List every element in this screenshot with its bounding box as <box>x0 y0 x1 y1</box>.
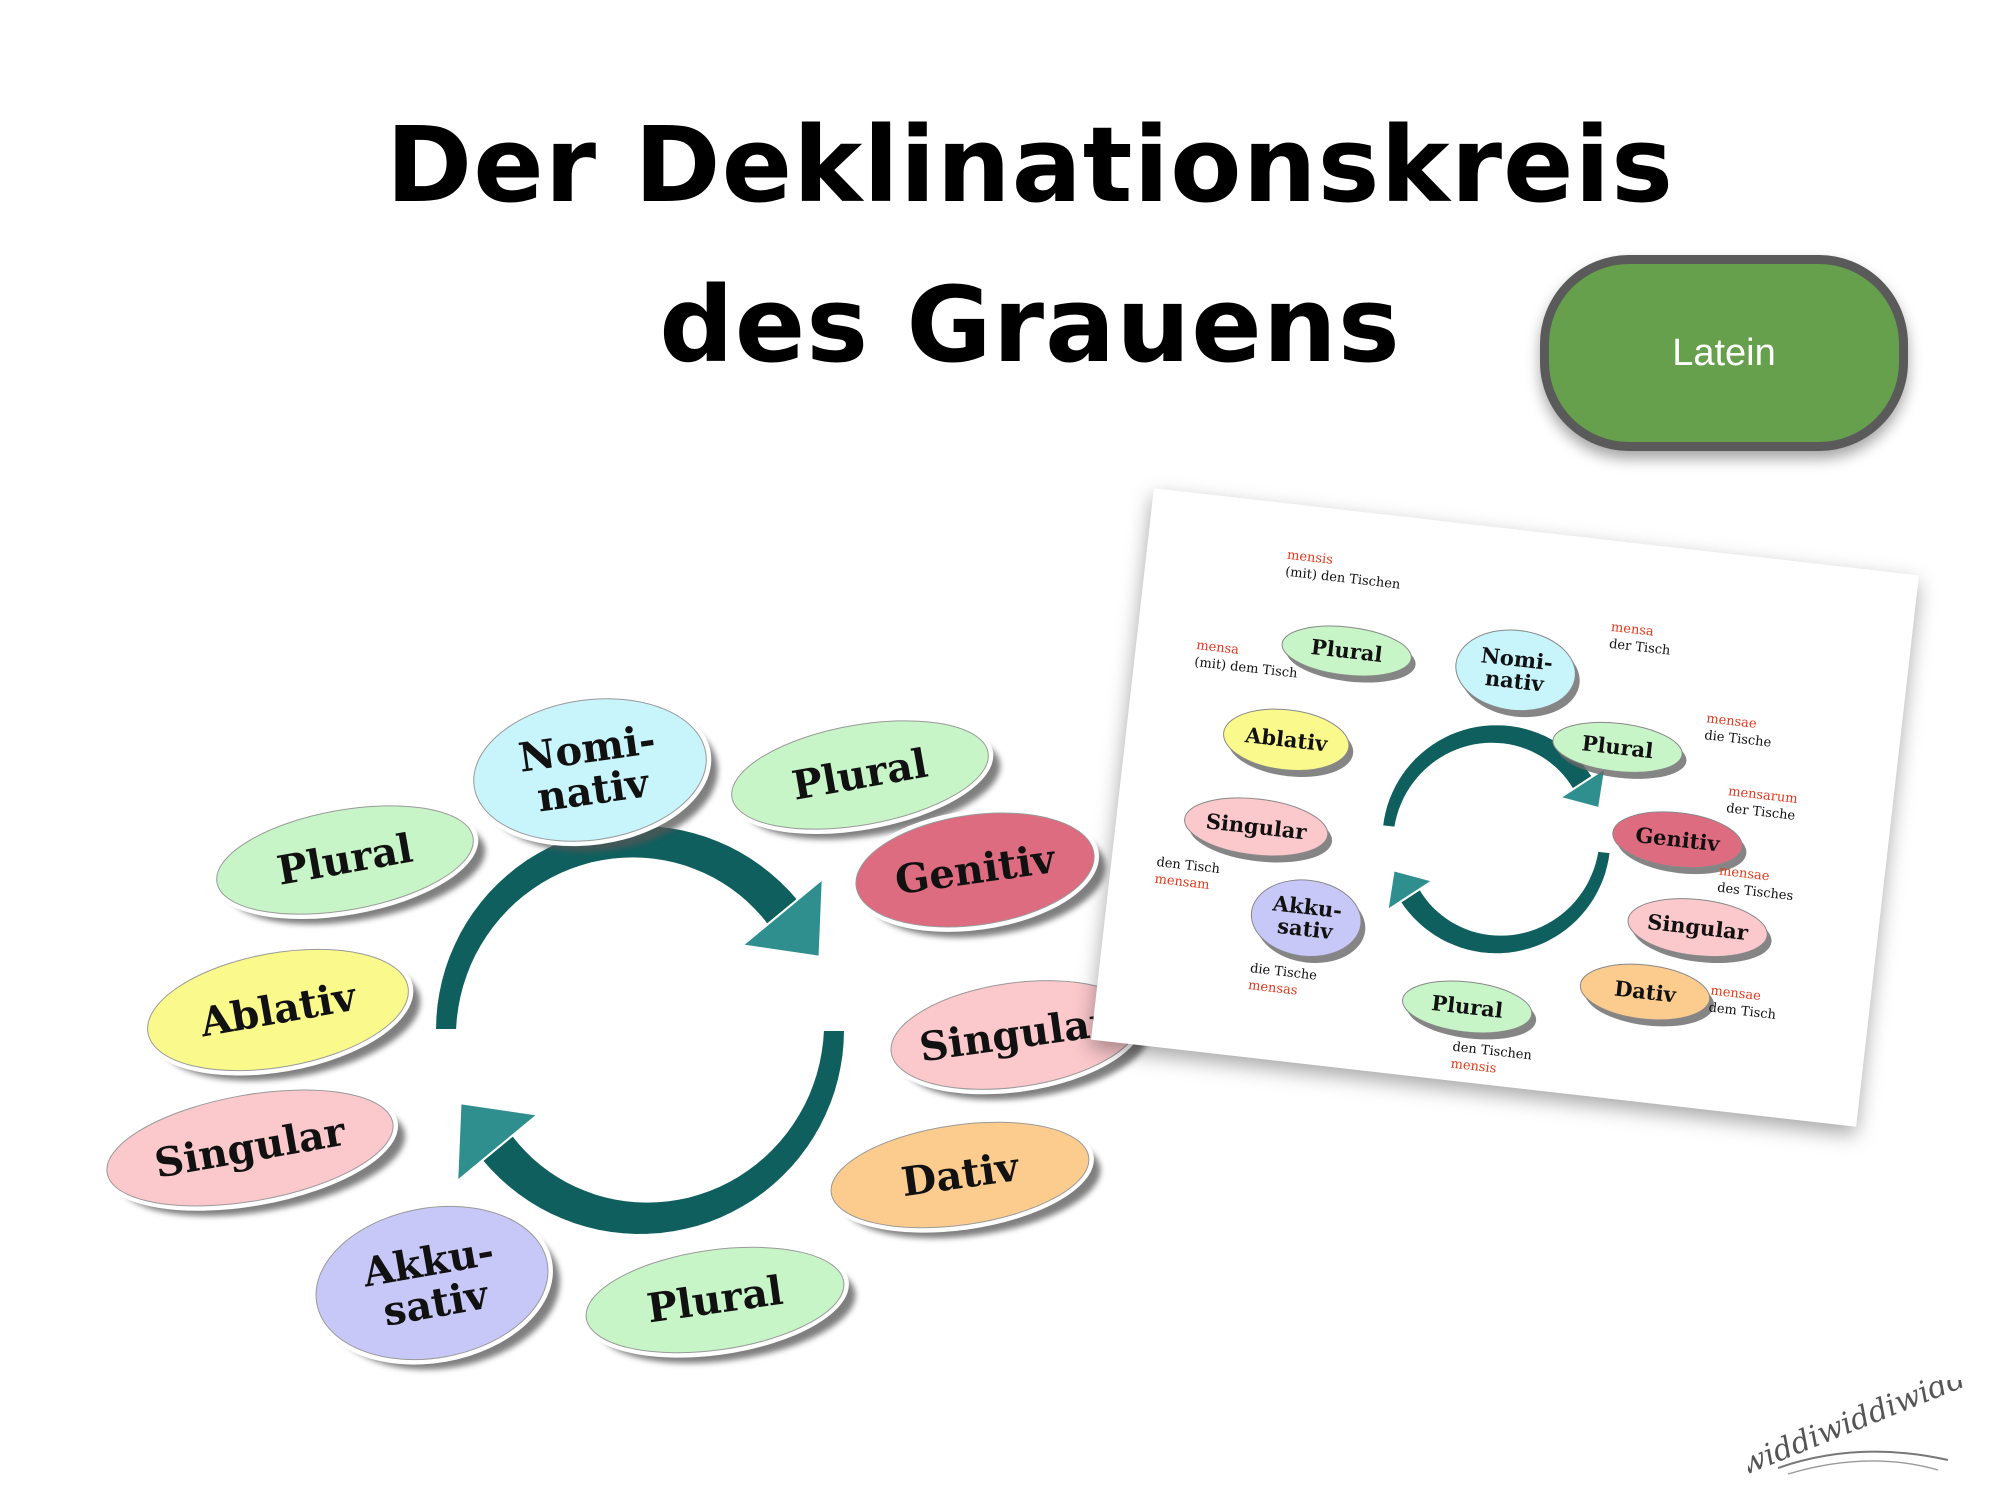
annotation-line: mensam <box>1154 872 1210 893</box>
node-singular-right: Singular <box>886 975 1151 1100</box>
logo-underline <box>1777 1450 1949 1469</box>
node-ellipse <box>1552 721 1683 773</box>
arrow-lower <box>480 1029 847 1237</box>
arrow-lower <box>1398 849 1612 956</box>
node-plural-top: Plural <box>726 715 1001 840</box>
node-ellipse <box>216 805 474 915</box>
photo-case-nodes: Nomi-nativPluralGenitivSingularDativPlur… <box>1184 625 1772 1040</box>
annotation-line: die Tische <box>1704 728 1773 751</box>
annotation-line: mensae <box>1705 711 1757 732</box>
node-ellipse <box>1184 797 1329 857</box>
node-singular-right: Singular <box>1627 898 1772 964</box>
annotation-line: mensae <box>1718 864 1770 885</box>
widdiwidd-logo: widdiwiddiwidd <box>1748 1380 1968 1483</box>
annotation-line: die Tische <box>1249 961 1318 984</box>
node-ellipse <box>315 1205 549 1361</box>
node-dativ: Dativ <box>826 1117 1101 1239</box>
annotation-line: mensa <box>1196 638 1240 658</box>
node-plural-bottom: Plural <box>1402 980 1537 1040</box>
node-ellipse <box>1579 963 1711 1021</box>
node-nominativ: Nomi-nativ <box>468 693 718 852</box>
arrow-lower-head <box>456 1102 541 1184</box>
title-line-2: des Grauens <box>659 264 1401 386</box>
annotation-line: mensis <box>1286 548 1333 568</box>
arrow-upper <box>433 823 800 1031</box>
arrow-upper-head <box>1557 766 1607 810</box>
arrow-upper-head <box>739 876 824 958</box>
node-ellipse <box>855 812 1095 928</box>
arrow-lower-head <box>1386 869 1436 913</box>
annotation-line: des Tisches <box>1716 881 1794 905</box>
node-dativ: Dativ <box>1579 963 1714 1027</box>
node-singular-left: Singular <box>1184 797 1333 863</box>
node-plural-bottom: Plural <box>581 1242 856 1364</box>
annotation-line: mensa <box>1610 620 1654 640</box>
annotation-line: den Tisch <box>1156 855 1222 877</box>
title-line-1: Der Deklinationskreis <box>385 104 1675 226</box>
annotation-ablativ-pl: mensis(mit) den Tischen <box>1284 548 1401 593</box>
node-ablativ: Ablativ <box>142 944 421 1081</box>
node-ellipse <box>147 948 409 1072</box>
node-ellipse <box>1402 980 1533 1034</box>
node-ellipse <box>1250 879 1362 957</box>
node-ellipse <box>1281 625 1412 677</box>
node-ellipse <box>1455 629 1576 712</box>
node-ablativ: Ablativ <box>1223 708 1354 777</box>
annotation-line: mensas <box>1247 978 1298 999</box>
node-ellipse <box>1612 811 1743 869</box>
node-genitiv: Genitiv <box>850 808 1106 938</box>
node-ellipse <box>731 720 989 830</box>
logo-underline-2 <box>1787 1460 1939 1475</box>
node-singular-left: Singular <box>101 1085 406 1217</box>
page-title: Der Deklinationskreis des Grauens <box>0 85 2000 405</box>
photo-diagram: Nomi-nativPluralGenitivSingularDativPlur… <box>1154 548 1799 1077</box>
node-ellipse <box>1223 708 1350 771</box>
photo-cycle-arrows <box>1380 723 1612 956</box>
node-ellipse <box>1627 898 1768 958</box>
cycle-arrows <box>433 823 847 1237</box>
node-genitiv: Genitiv <box>1612 811 1747 875</box>
node-nominativ: Nomi-nativ <box>1455 629 1580 718</box>
annotation-line: der Tisch <box>1608 637 1671 659</box>
node-plural-upper-left: Plural <box>1281 625 1416 683</box>
node-plural-upper-right: Plural <box>1552 721 1687 779</box>
node-ellipse <box>585 1246 845 1354</box>
node-akkusativ: Akku-sativ <box>311 1201 560 1370</box>
annotation-line: mensis <box>1450 1057 1497 1077</box>
latein-button[interactable]: Latein <box>1540 255 1908 451</box>
node-ellipse <box>473 698 707 842</box>
annotation-line: mensae <box>1710 983 1762 1004</box>
annotation-line: dem Tisch <box>1708 1000 1778 1023</box>
node-ellipse <box>106 1089 394 1207</box>
node-label: sativ <box>1276 913 1335 944</box>
annotation-line: (mit) den Tischen <box>1284 565 1401 593</box>
annotation-line: (mit) dem Tisch <box>1194 655 1299 682</box>
node-plural-left: Plural <box>211 800 486 925</box>
node-ellipse <box>830 1121 1090 1229</box>
node-akkusativ: Akku-sativ <box>1250 879 1366 963</box>
